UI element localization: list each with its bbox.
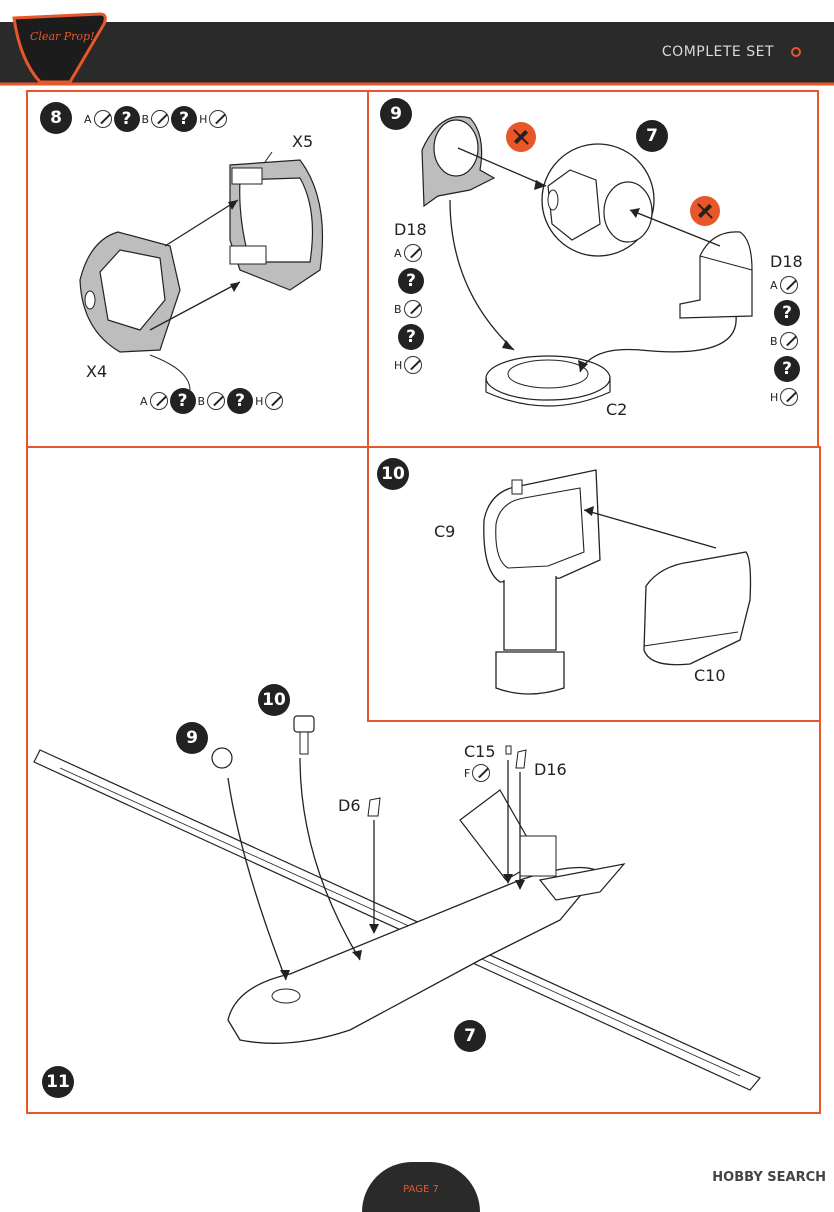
- step-number-10: 10: [377, 458, 409, 490]
- brush-icon: [209, 110, 228, 128]
- paint-row-step8-top: A ? B ? H: [84, 106, 228, 132]
- page-number: PAGE 7: [403, 1184, 439, 1195]
- paint-code-b: B: [197, 394, 206, 408]
- paint-code-f: F: [464, 766, 471, 780]
- paint-code-h: H: [770, 390, 779, 404]
- paint-code-a: A: [84, 112, 92, 126]
- part-label-c15: C15: [464, 742, 496, 761]
- paint-row-step8-bottom: A ? B ? H: [140, 388, 284, 414]
- brush-icon: [403, 300, 422, 318]
- ref-step-7: 7: [454, 1020, 486, 1052]
- unknown-color-icon: ?: [169, 388, 196, 414]
- paint-item: A: [394, 244, 424, 262]
- brush-icon: [403, 244, 422, 262]
- unknown-color-icon: ?: [774, 300, 800, 326]
- part-label-c9: C9: [434, 522, 456, 541]
- ref-step-10: 10: [258, 684, 290, 716]
- paint-code-h: H: [394, 358, 403, 372]
- paint-code-b: B: [394, 302, 402, 316]
- unknown-color-icon: ?: [171, 106, 198, 132]
- brush-icon: [780, 388, 799, 406]
- part-label-d16: D16: [534, 760, 567, 779]
- part-label-d6: D6: [338, 796, 361, 815]
- no-cement-icon: [506, 122, 536, 152]
- paint-column-right: A ? B ? H: [770, 276, 800, 406]
- paint-code-h: H: [199, 112, 208, 126]
- paint-code-b: B: [141, 112, 150, 126]
- paint-code-a: A: [394, 246, 402, 260]
- paint-item: A: [770, 276, 800, 294]
- brush-icon: [472, 764, 491, 782]
- brush-icon: [93, 110, 112, 128]
- unknown-color-icon: ?: [398, 268, 424, 294]
- paint-code-a: A: [770, 278, 778, 292]
- brush-icon: [207, 392, 226, 410]
- paint-item: H: [770, 388, 800, 406]
- brush-icon: [404, 356, 423, 374]
- paint-item-f: F: [464, 764, 491, 782]
- ref-step-9: 9: [176, 722, 208, 754]
- brush-icon: [265, 392, 284, 410]
- unknown-color-icon: ?: [227, 388, 254, 414]
- paint-code-h: H: [255, 394, 264, 408]
- no-cement-icon: [690, 196, 720, 226]
- paint-column-left: A ? B ? H: [394, 244, 424, 374]
- paint-code-a: A: [140, 394, 148, 408]
- part-label-d18-left: D18: [394, 220, 427, 239]
- watermark-text: HOBBY SEARCH: [712, 1170, 826, 1185]
- paint-item: B: [770, 332, 800, 350]
- page-header: Clear Prop! COMPLETE SET: [0, 0, 834, 86]
- part-label-x4: X4: [86, 362, 108, 381]
- header-band: [0, 12, 834, 86]
- unknown-color-icon: ?: [398, 324, 424, 350]
- part-label-d18-right: D18: [770, 252, 803, 271]
- step-number-8: 8: [40, 102, 72, 134]
- brush-icon: [151, 110, 170, 128]
- part-label-c10: C10: [694, 666, 726, 685]
- paint-code-b: B: [770, 334, 778, 348]
- step-number-9: 9: [380, 98, 412, 130]
- brush-icon: [149, 392, 168, 410]
- paint-item: B: [394, 300, 424, 318]
- sub-ref-7: 7: [636, 120, 668, 152]
- step-number-11: 11: [42, 1066, 74, 1098]
- part-label-c2: C2: [606, 400, 628, 419]
- paint-item: H: [394, 356, 424, 374]
- brush-icon: [779, 332, 798, 350]
- brush-icon: [779, 276, 798, 294]
- section-title: COMPLETE SET: [661, 44, 774, 60]
- panel-step-10: [367, 446, 821, 722]
- unknown-color-icon: ?: [113, 106, 140, 132]
- part-label-x5: X5: [292, 132, 314, 151]
- unknown-color-icon: ?: [774, 356, 800, 382]
- logo-text: Clear Prop!: [30, 30, 95, 43]
